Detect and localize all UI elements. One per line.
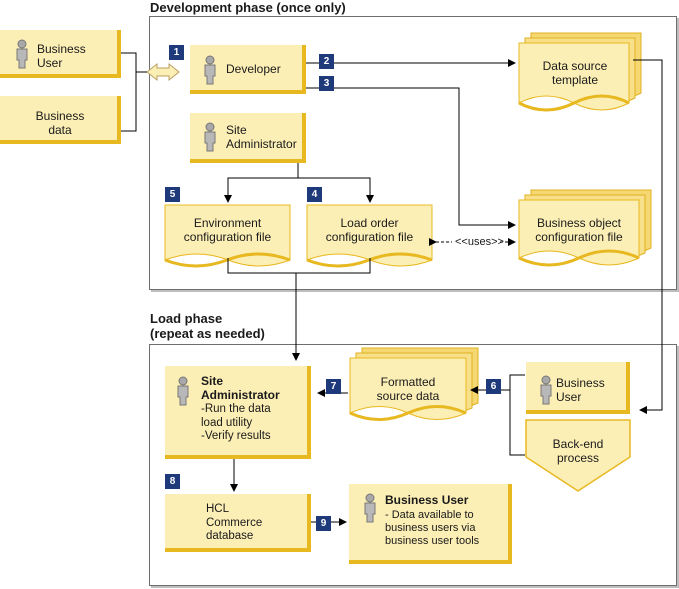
- uses-label: <<uses>>: [455, 236, 504, 248]
- load-order-config-label: Load order configuration file: [325, 216, 414, 244]
- business-data-box: [0, 96, 121, 144]
- business-user-load-box: [526, 362, 630, 414]
- data-source-template-doc: [518, 32, 642, 112]
- person-icon: [203, 122, 217, 152]
- environment-config-label: Environment configuration file: [183, 216, 272, 244]
- site-admin-load-box: [165, 366, 311, 459]
- business-user-result-title: Business User: [385, 493, 469, 507]
- site-admin-load-tasks: -Run the data load utility -Verify resul…: [201, 403, 271, 442]
- database-box: [165, 494, 311, 552]
- step-badge-3: 3: [319, 76, 334, 91]
- developer-label: Developer: [226, 62, 281, 76]
- double-arrow: [146, 62, 180, 82]
- step-badge-7: 7: [326, 379, 341, 394]
- step-badge-4: 4: [307, 187, 322, 202]
- person-icon: [203, 55, 217, 85]
- backend-process-shape: [525, 419, 631, 492]
- development-phase-title: Development phase (once only): [150, 0, 346, 15]
- business-user-result-box: [349, 484, 512, 564]
- database-label: HCL Commerce database: [206, 503, 263, 542]
- person-icon: [363, 493, 377, 523]
- load-order-config-doc: [306, 204, 433, 268]
- business-data-label: Business data: [35, 109, 85, 137]
- step-badge-9: 9: [316, 516, 331, 531]
- step-badge-5: 5: [165, 187, 180, 202]
- business-object-config-doc: [518, 189, 652, 267]
- person-icon: [539, 375, 553, 405]
- step-badge-6: 6: [486, 379, 501, 394]
- site-admin-load-title: Site Administrator: [201, 374, 280, 402]
- formatted-source-label: Formatted source data: [376, 375, 440, 403]
- formatted-source-data-doc: [349, 347, 479, 421]
- step-badge-8: 8: [165, 474, 180, 489]
- step-badge-2: 2: [319, 54, 334, 69]
- business-object-config-label: Business object configuration file: [535, 216, 623, 244]
- person-icon: [176, 376, 190, 406]
- load-phase-title: Load phase (repeat as needed): [150, 311, 265, 341]
- business-user-label: Business User: [37, 42, 86, 70]
- business-user-load-label: Business User: [556, 376, 605, 404]
- step-badge-1: 1: [169, 45, 184, 60]
- site-admin-dev-label: Site Administrator: [226, 123, 297, 151]
- backend-process-label: Back-end process: [552, 437, 604, 465]
- data-source-template-label: Data source template: [542, 59, 608, 87]
- person-icon: [15, 39, 29, 69]
- business-user-result-desc: - Data available to business users via b…: [385, 509, 480, 547]
